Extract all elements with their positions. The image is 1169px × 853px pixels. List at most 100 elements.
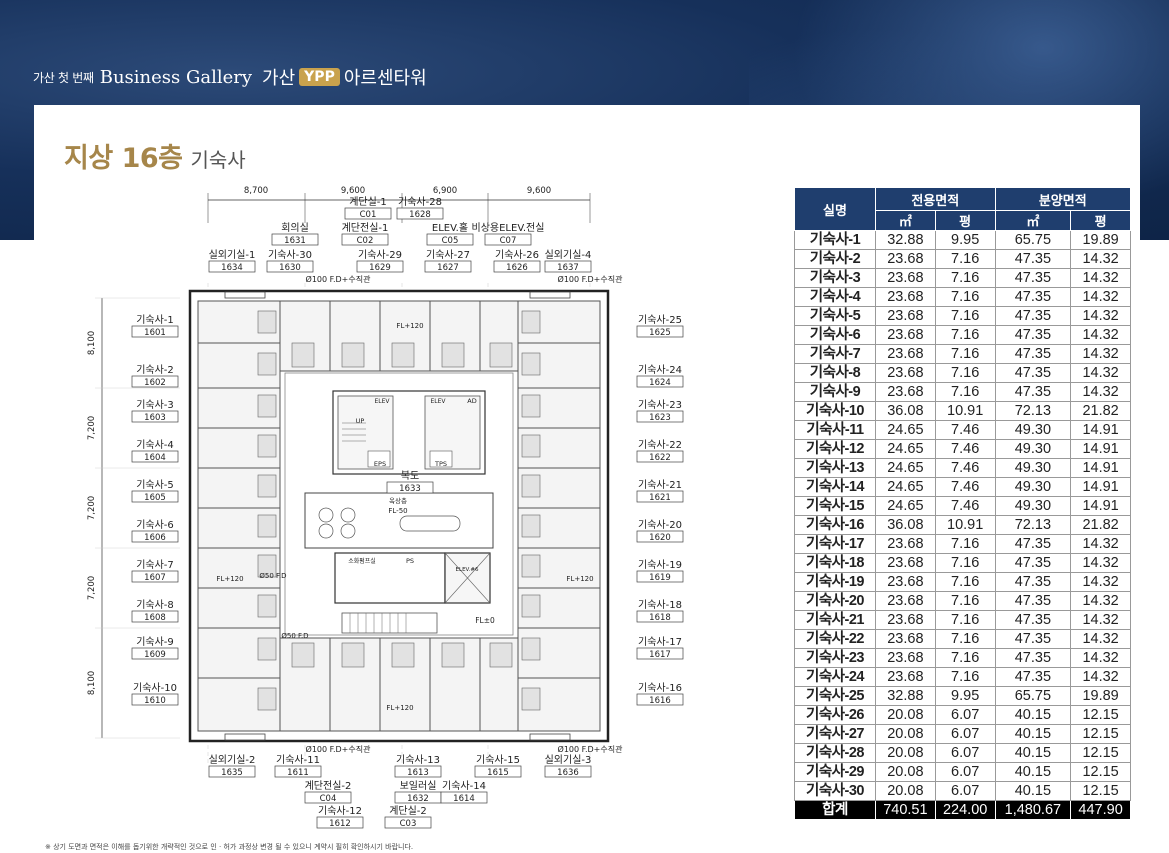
top-room-code: 1627 [437,263,459,273]
label-code-box [636,647,684,660]
label-code-box [131,450,179,463]
room-name-cell: 기숙사-18 [794,553,876,573]
top-room-code: 1631 [284,236,306,246]
top-room-code: C01 [360,210,377,220]
area-value-cell: 6.07 [934,705,996,725]
label-code-box [636,375,684,388]
label-code-box [341,233,389,246]
hallway-label: 복도 [401,470,419,482]
area-value-cell: 65.75 [994,230,1072,250]
top-room-code: C02 [357,236,374,246]
area-value-cell: 14.32 [1070,648,1131,668]
label-code-box [131,490,179,503]
area-value-cell: 7.46 [934,420,996,440]
bottom-room-label: 계단전실-2 [305,780,352,792]
top-room-label: 기숙사-28 [398,196,442,208]
area-value-cell: 10.91 [934,515,996,535]
bottom-room-code: 1613 [407,768,429,778]
area-value-cell: 65.75 [994,686,1072,706]
room-name-cell: 기숙사-3 [794,268,876,288]
label-code-box [208,765,256,778]
brand-logo: 가산 첫 번째 Business Gallery 가산 YPP 아르센타워 [33,62,427,92]
area-value-cell: 14.32 [1070,268,1131,288]
bottom-room-label: 기숙사-13 [396,754,440,766]
dimension-left: 7,200 [87,416,97,440]
area-value-cell: 20.08 [875,781,936,801]
core-label: EPS [374,460,386,468]
floor-title: 지상 16층 [64,143,183,174]
area-value-cell: 32.88 [875,686,936,706]
top-room-label: ELEV.홀 [432,221,468,234]
area-value-cell: 6.07 [934,743,996,763]
right-room-code: 1617 [649,650,671,660]
dimension-top: 9,600 [527,186,551,196]
left-room-code: 1605 [144,493,166,503]
area-value-cell: 14.91 [1070,496,1131,516]
label-code-box [636,410,684,423]
top-room-code: 1629 [369,263,391,273]
core-label: ELEV [374,398,390,405]
hallway-code: 1633 [399,484,421,494]
dimension-top: 8,700 [244,186,268,196]
area-value-cell: 7.16 [934,344,996,364]
room-name-cell: 기숙사-6 [794,325,876,345]
room-name-cell: 기숙사-14 [794,477,876,497]
area-value-cell: 24.65 [875,477,936,497]
bottom-room-code: 1612 [329,819,351,829]
top-room-label: 기숙사-27 [426,249,470,261]
area-value-cell: 7.16 [934,553,996,573]
top-room-label: 기숙사-29 [358,249,402,261]
plan-structure [95,193,610,763]
col-room: 실명 [794,187,876,231]
left-room-label: 기숙사-6 [136,519,174,531]
left-room-code: 1601 [144,328,166,338]
label-code-box [636,530,684,543]
top-room-label: 기숙사-26 [495,249,539,261]
total-value-cell: 224.00 [934,800,996,820]
area-value-cell: 36.08 [875,515,936,535]
pipe-note: Ø100 F.D+수직관 [558,744,624,754]
level-note: FL+120 [566,575,593,583]
area-value-cell: 14.32 [1070,610,1131,630]
area-value-cell: 23.68 [875,363,936,383]
core-label: 옥상층 [389,496,407,505]
area-value-cell: 10.91 [934,401,996,421]
bottom-room-code: 1614 [453,794,475,804]
area-value-cell: 14.32 [1070,249,1131,269]
area-value-cell: 19.89 [1070,686,1131,706]
dimension-left: 8,100 [87,331,97,355]
area-value-cell: 14.91 [1070,458,1131,478]
bottom-room-code: 1615 [487,768,509,778]
label-code-box [396,207,444,220]
bottom-room-label: 보일러실 [400,780,437,792]
label-code-box [636,693,684,706]
right-room-code: 1618 [649,613,671,623]
area-value-cell: 40.15 [994,781,1072,801]
right-room-label: 기숙사-24 [638,364,682,376]
label-code-box [356,260,404,273]
label-code-box [274,765,322,778]
area-value-cell: 40.15 [994,762,1072,782]
core-label: ELEV.#6 [456,567,479,573]
area-value-cell: 7.16 [934,249,996,269]
label-code-box [440,791,488,804]
total-value-cell: 1,480.67 [994,800,1072,820]
core-label: ELEV [430,398,446,405]
dimension-left: 7,200 [87,496,97,520]
room-name-cell: 기숙사-16 [794,515,876,535]
area-value-cell: 24.65 [875,439,936,459]
room-name-cell: 기숙사-1 [794,230,876,250]
left-room-label: 기숙사-7 [136,559,174,571]
bottom-room-code: C04 [320,794,337,804]
left-room-code: 1603 [144,413,166,423]
col-sale-sqm: ㎡ [994,210,1072,231]
area-value-cell: 7.46 [934,439,996,459]
